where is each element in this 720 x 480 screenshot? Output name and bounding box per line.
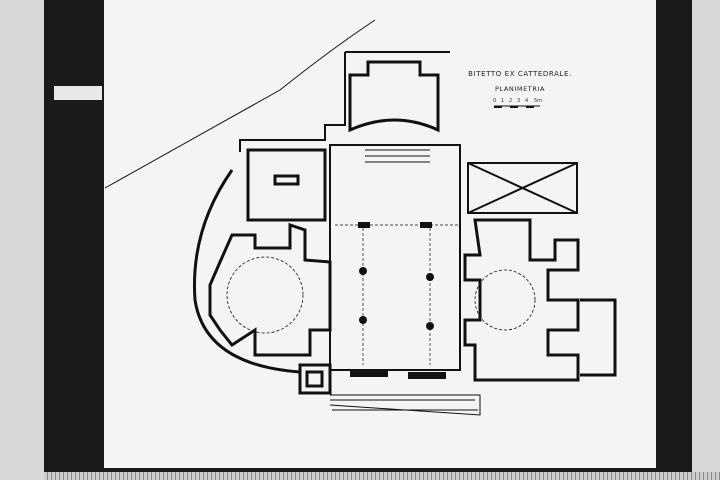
plan-title: BITETTO EX CATTEDRALE. <box>468 70 572 78</box>
apse <box>348 60 440 133</box>
right-aisle <box>463 218 580 382</box>
scale-label: 5m <box>534 98 543 104</box>
scale-label: 1 <box>501 98 505 104</box>
sacristy <box>467 162 578 214</box>
scale-label: 4 <box>525 98 529 104</box>
label-tab <box>54 86 102 100</box>
tower-base <box>298 363 332 395</box>
nave-steps <box>365 149 430 163</box>
aisle-lines <box>335 224 460 365</box>
scale-label: 0 <box>493 98 497 104</box>
octagon-circle <box>226 256 304 334</box>
crack-line <box>104 19 376 189</box>
drawing-sheet <box>104 0 656 468</box>
octagon-chapel <box>208 222 332 357</box>
dome-circle <box>474 269 536 331</box>
ruler-strip <box>44 472 720 480</box>
apse-outline <box>239 51 450 152</box>
plan-subtitle: PLANIMETRIA <box>494 85 546 93</box>
front-steps <box>329 394 481 416</box>
left-chapel <box>246 148 327 222</box>
curved-wall <box>192 169 301 374</box>
columns <box>350 222 446 379</box>
right-annex <box>580 298 617 377</box>
scale-label: 3 <box>517 98 521 104</box>
nave-outline <box>329 144 461 371</box>
scale-bar <box>494 105 540 108</box>
scale-label: 2 <box>509 98 513 104</box>
